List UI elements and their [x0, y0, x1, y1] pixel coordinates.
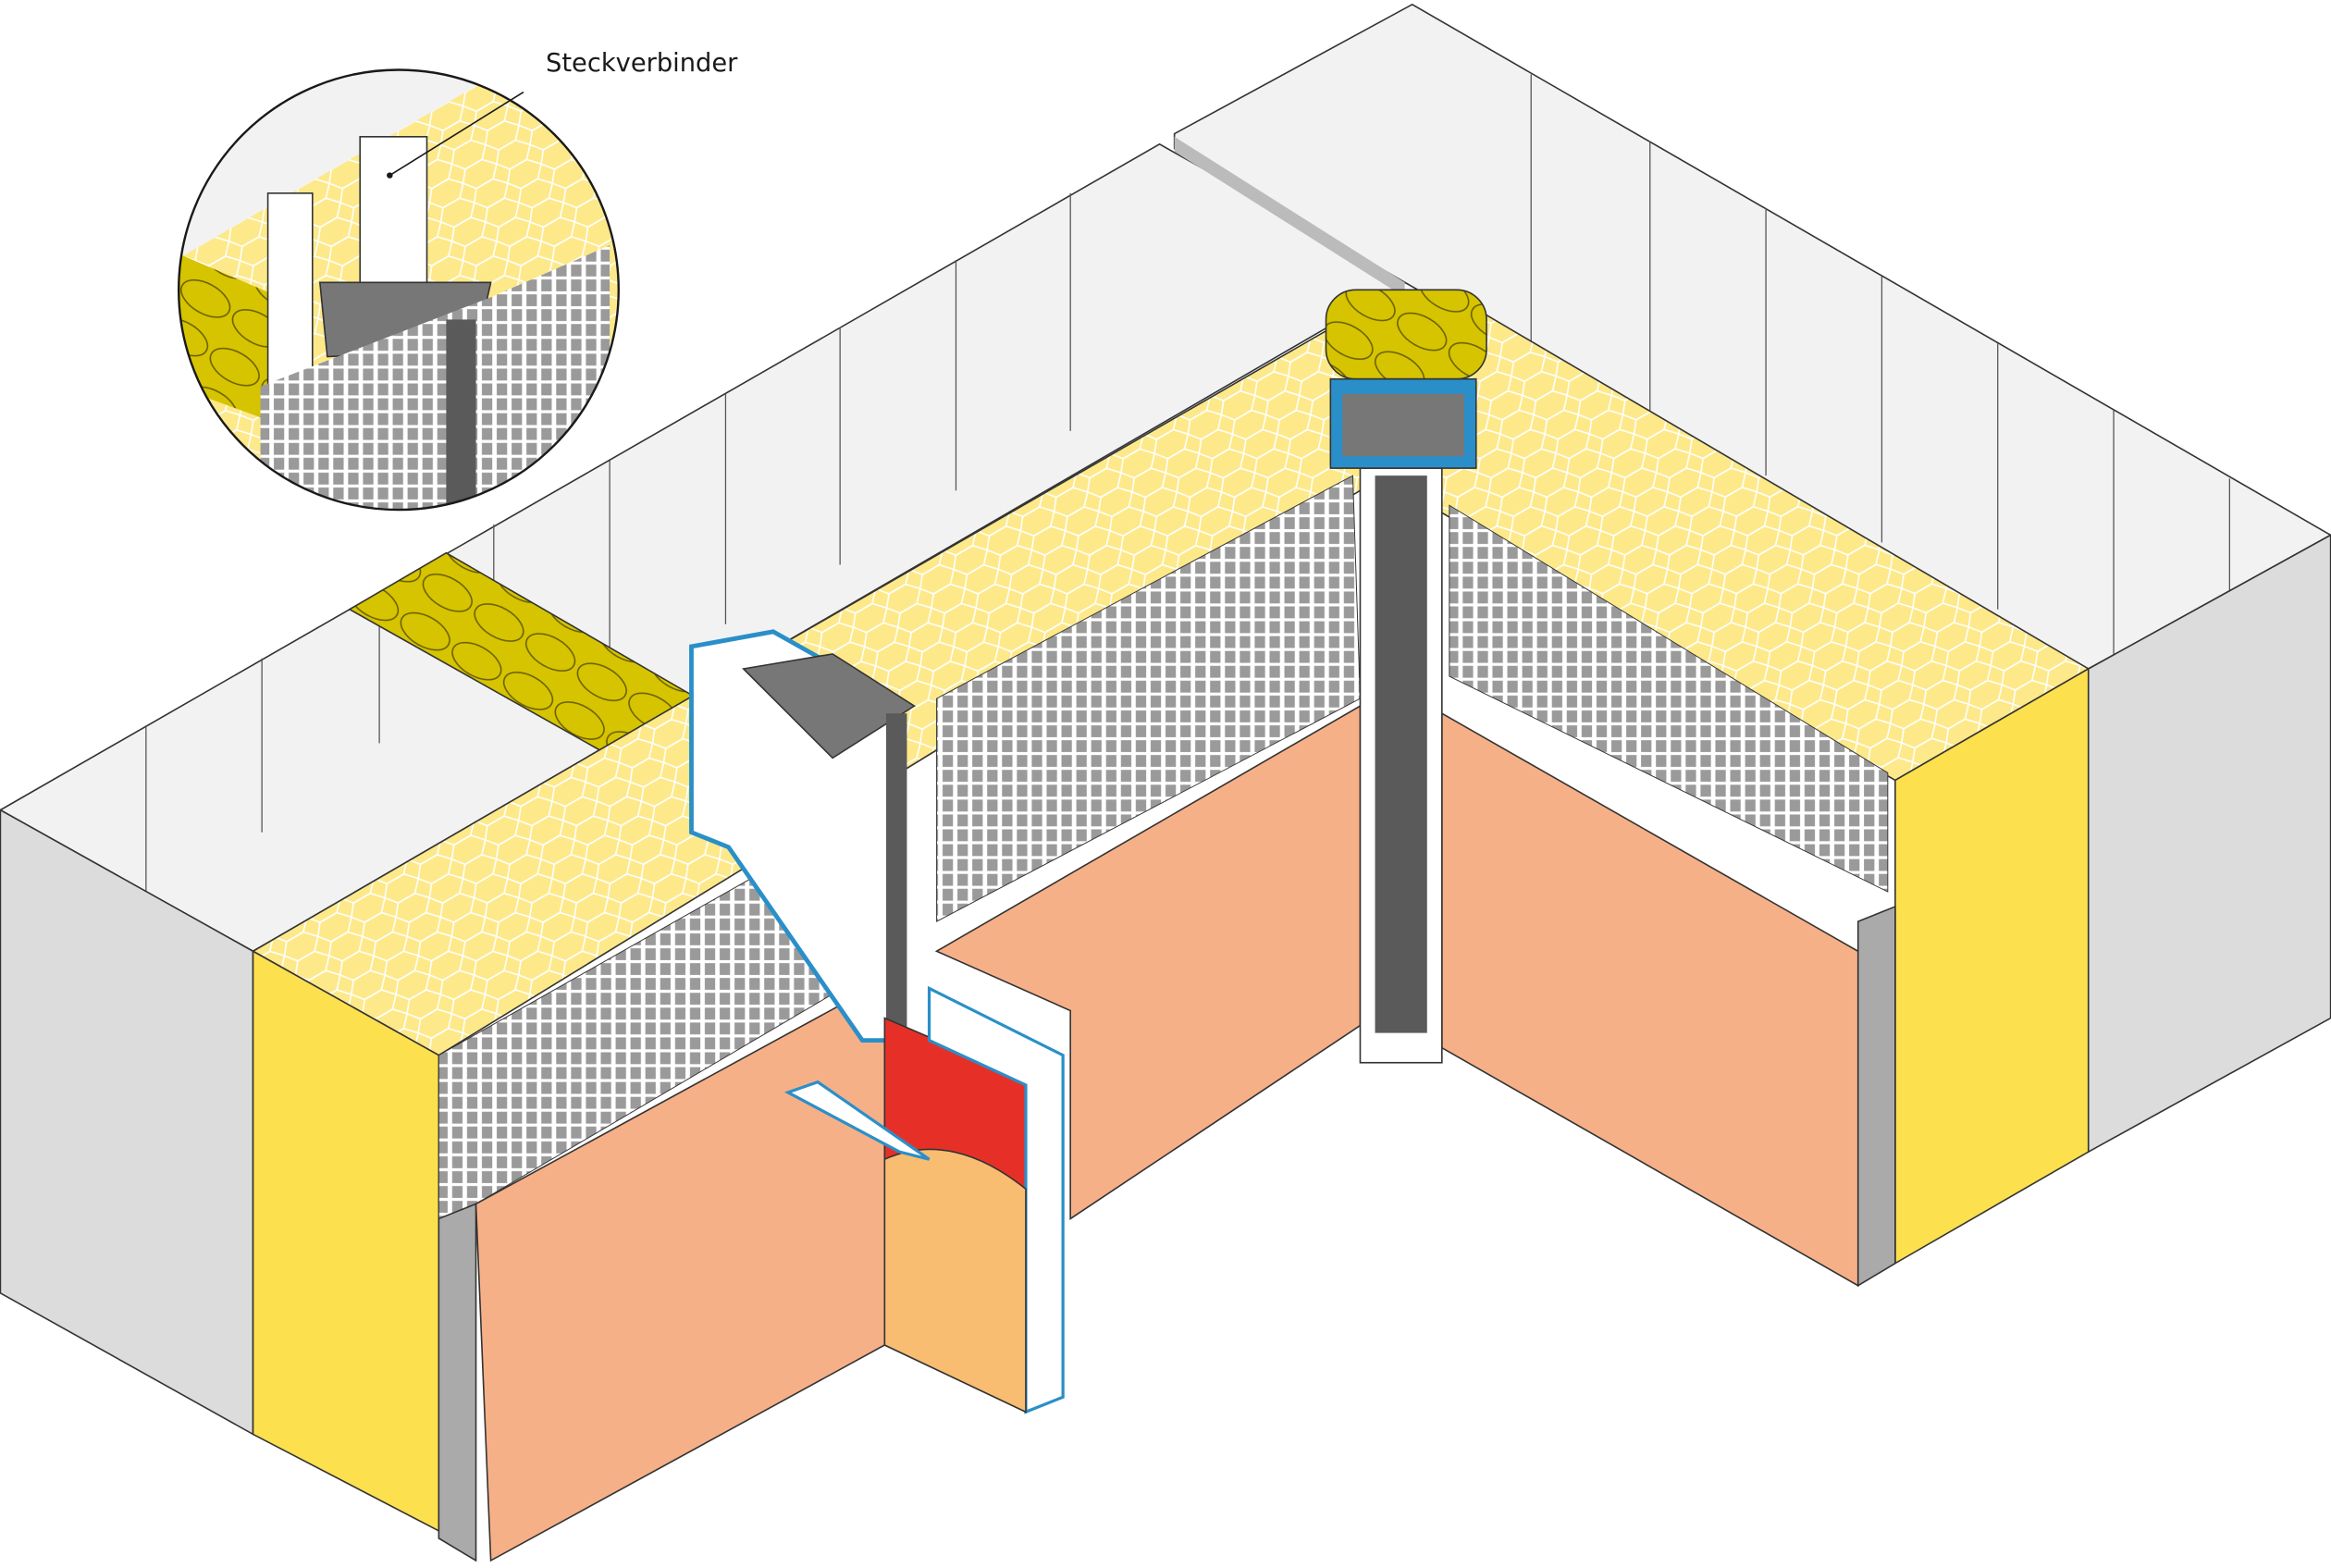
callout-dot	[387, 172, 393, 179]
edge-profile-right	[1856, 905, 1896, 1288]
detail-inset	[177, 68, 620, 512]
mesh-angle-right	[1449, 504, 1889, 893]
callout-label-steckverbinder: Steckverbinder	[546, 49, 738, 78]
plaster-board-middle	[934, 704, 1362, 1220]
joint-seal-left	[885, 713, 907, 1041]
cap-strip	[783, 1080, 931, 1161]
joint-seal	[1375, 475, 1427, 1033]
joint-top-foam	[1342, 393, 1464, 457]
connector-foam-left	[742, 653, 916, 759]
callout-leader-line	[388, 91, 524, 177]
edge-profile-left	[438, 1203, 477, 1562]
plaster-stop-bead	[883, 1148, 1027, 1414]
joint-top-insulation	[1325, 289, 1487, 380]
